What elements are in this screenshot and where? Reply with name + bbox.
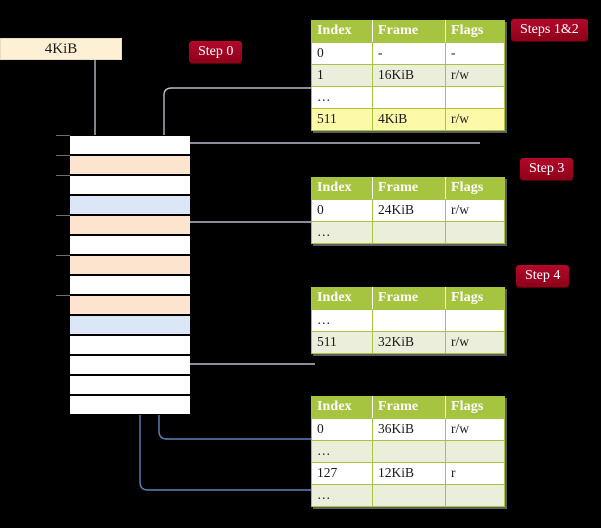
cell-flags: [445, 221, 505, 244]
memory-row: [70, 395, 190, 415]
value-box-4kib: 4KiB: [0, 38, 122, 60]
cell-frame: [372, 309, 446, 332]
table-row: 0--: [311, 42, 505, 65]
steps-1-2-badge: Steps 1&2: [511, 19, 588, 41]
cell-flags: [445, 86, 505, 109]
cell-flags: r/w: [445, 64, 505, 87]
column-header-flags: Flags: [445, 396, 505, 419]
memory-row: [56, 255, 190, 275]
column-header-flags: Flags: [445, 287, 505, 310]
table-row: …: [311, 86, 505, 109]
step-4-badge: Step 4: [516, 265, 570, 287]
column-header-flags: Flags: [445, 20, 505, 43]
step-0-badge: Step 0: [189, 41, 243, 63]
memory-row: [56, 135, 190, 155]
cell-frame: [372, 86, 446, 109]
cell-flags: r/w: [445, 199, 505, 222]
memory-row: [70, 335, 190, 355]
column-header-frame: Frame: [372, 396, 446, 419]
memory-row-tick: [56, 215, 70, 216]
cell-frame: [372, 221, 446, 244]
cell-frame: [372, 440, 446, 463]
cell-index: 1: [311, 64, 373, 87]
cell-index: 0: [311, 42, 373, 65]
cell-frame: 12KiB: [372, 462, 446, 485]
memory-row-tick: [56, 255, 70, 256]
table-row: …: [311, 484, 505, 507]
column-header-frame: Frame: [372, 287, 446, 310]
cell-index: 511: [311, 108, 373, 131]
memory-column: [56, 135, 190, 415]
cell-index: 0: [311, 418, 373, 441]
cell-flags: r/w: [445, 108, 505, 131]
memory-row: [70, 355, 190, 375]
cell-index: 511: [311, 331, 373, 354]
cell-flags: r/w: [445, 418, 505, 441]
memory-row: [70, 315, 190, 335]
column-header-frame: Frame: [372, 177, 446, 200]
table-row: …: [311, 309, 505, 332]
cell-frame: -: [372, 42, 446, 65]
cell-index: …: [311, 309, 373, 332]
column-header-index: Index: [311, 177, 373, 200]
cell-flags: [445, 440, 505, 463]
cell-index: 127: [311, 462, 373, 485]
cell-flags: -: [445, 42, 505, 65]
memory-row: [56, 295, 190, 315]
cell-index: …: [311, 221, 373, 244]
cell-frame: 32KiB: [372, 331, 446, 354]
memory-row-tick: [56, 175, 70, 176]
column-header-index: Index: [311, 20, 373, 43]
cell-flags: [445, 309, 505, 332]
cell-index: 0: [311, 199, 373, 222]
memory-row: [70, 235, 190, 255]
cell-frame: 36KiB: [372, 418, 446, 441]
memory-row: [70, 195, 190, 215]
column-header-index: Index: [311, 396, 373, 419]
step-3-badge: Step 3: [520, 158, 574, 180]
table-row: …: [311, 440, 505, 463]
memory-row-tick: [56, 155, 70, 156]
memory-row: [70, 275, 190, 295]
cell-frame: 4KiB: [372, 108, 446, 131]
memory-row-tick: [56, 135, 70, 136]
cell-frame: [372, 484, 446, 507]
column-header-frame: Frame: [372, 20, 446, 43]
table-row: …: [311, 221, 505, 244]
cell-flags: [445, 484, 505, 507]
cell-index: …: [311, 86, 373, 109]
memory-row-tick: [56, 295, 70, 296]
column-header-index: Index: [311, 287, 373, 310]
memory-row: [56, 215, 190, 235]
value-box-label: 4KiB: [44, 41, 78, 57]
cell-flags: r/w: [445, 331, 505, 354]
cell-index: …: [311, 484, 373, 507]
cell-flags: r: [445, 462, 505, 485]
cell-frame: 24KiB: [372, 199, 446, 222]
cell-index: …: [311, 440, 373, 463]
memory-row: [70, 375, 190, 395]
memory-row: [56, 175, 190, 195]
memory-row: [56, 155, 190, 175]
column-header-flags: Flags: [445, 177, 505, 200]
cell-frame: 16KiB: [372, 64, 446, 87]
